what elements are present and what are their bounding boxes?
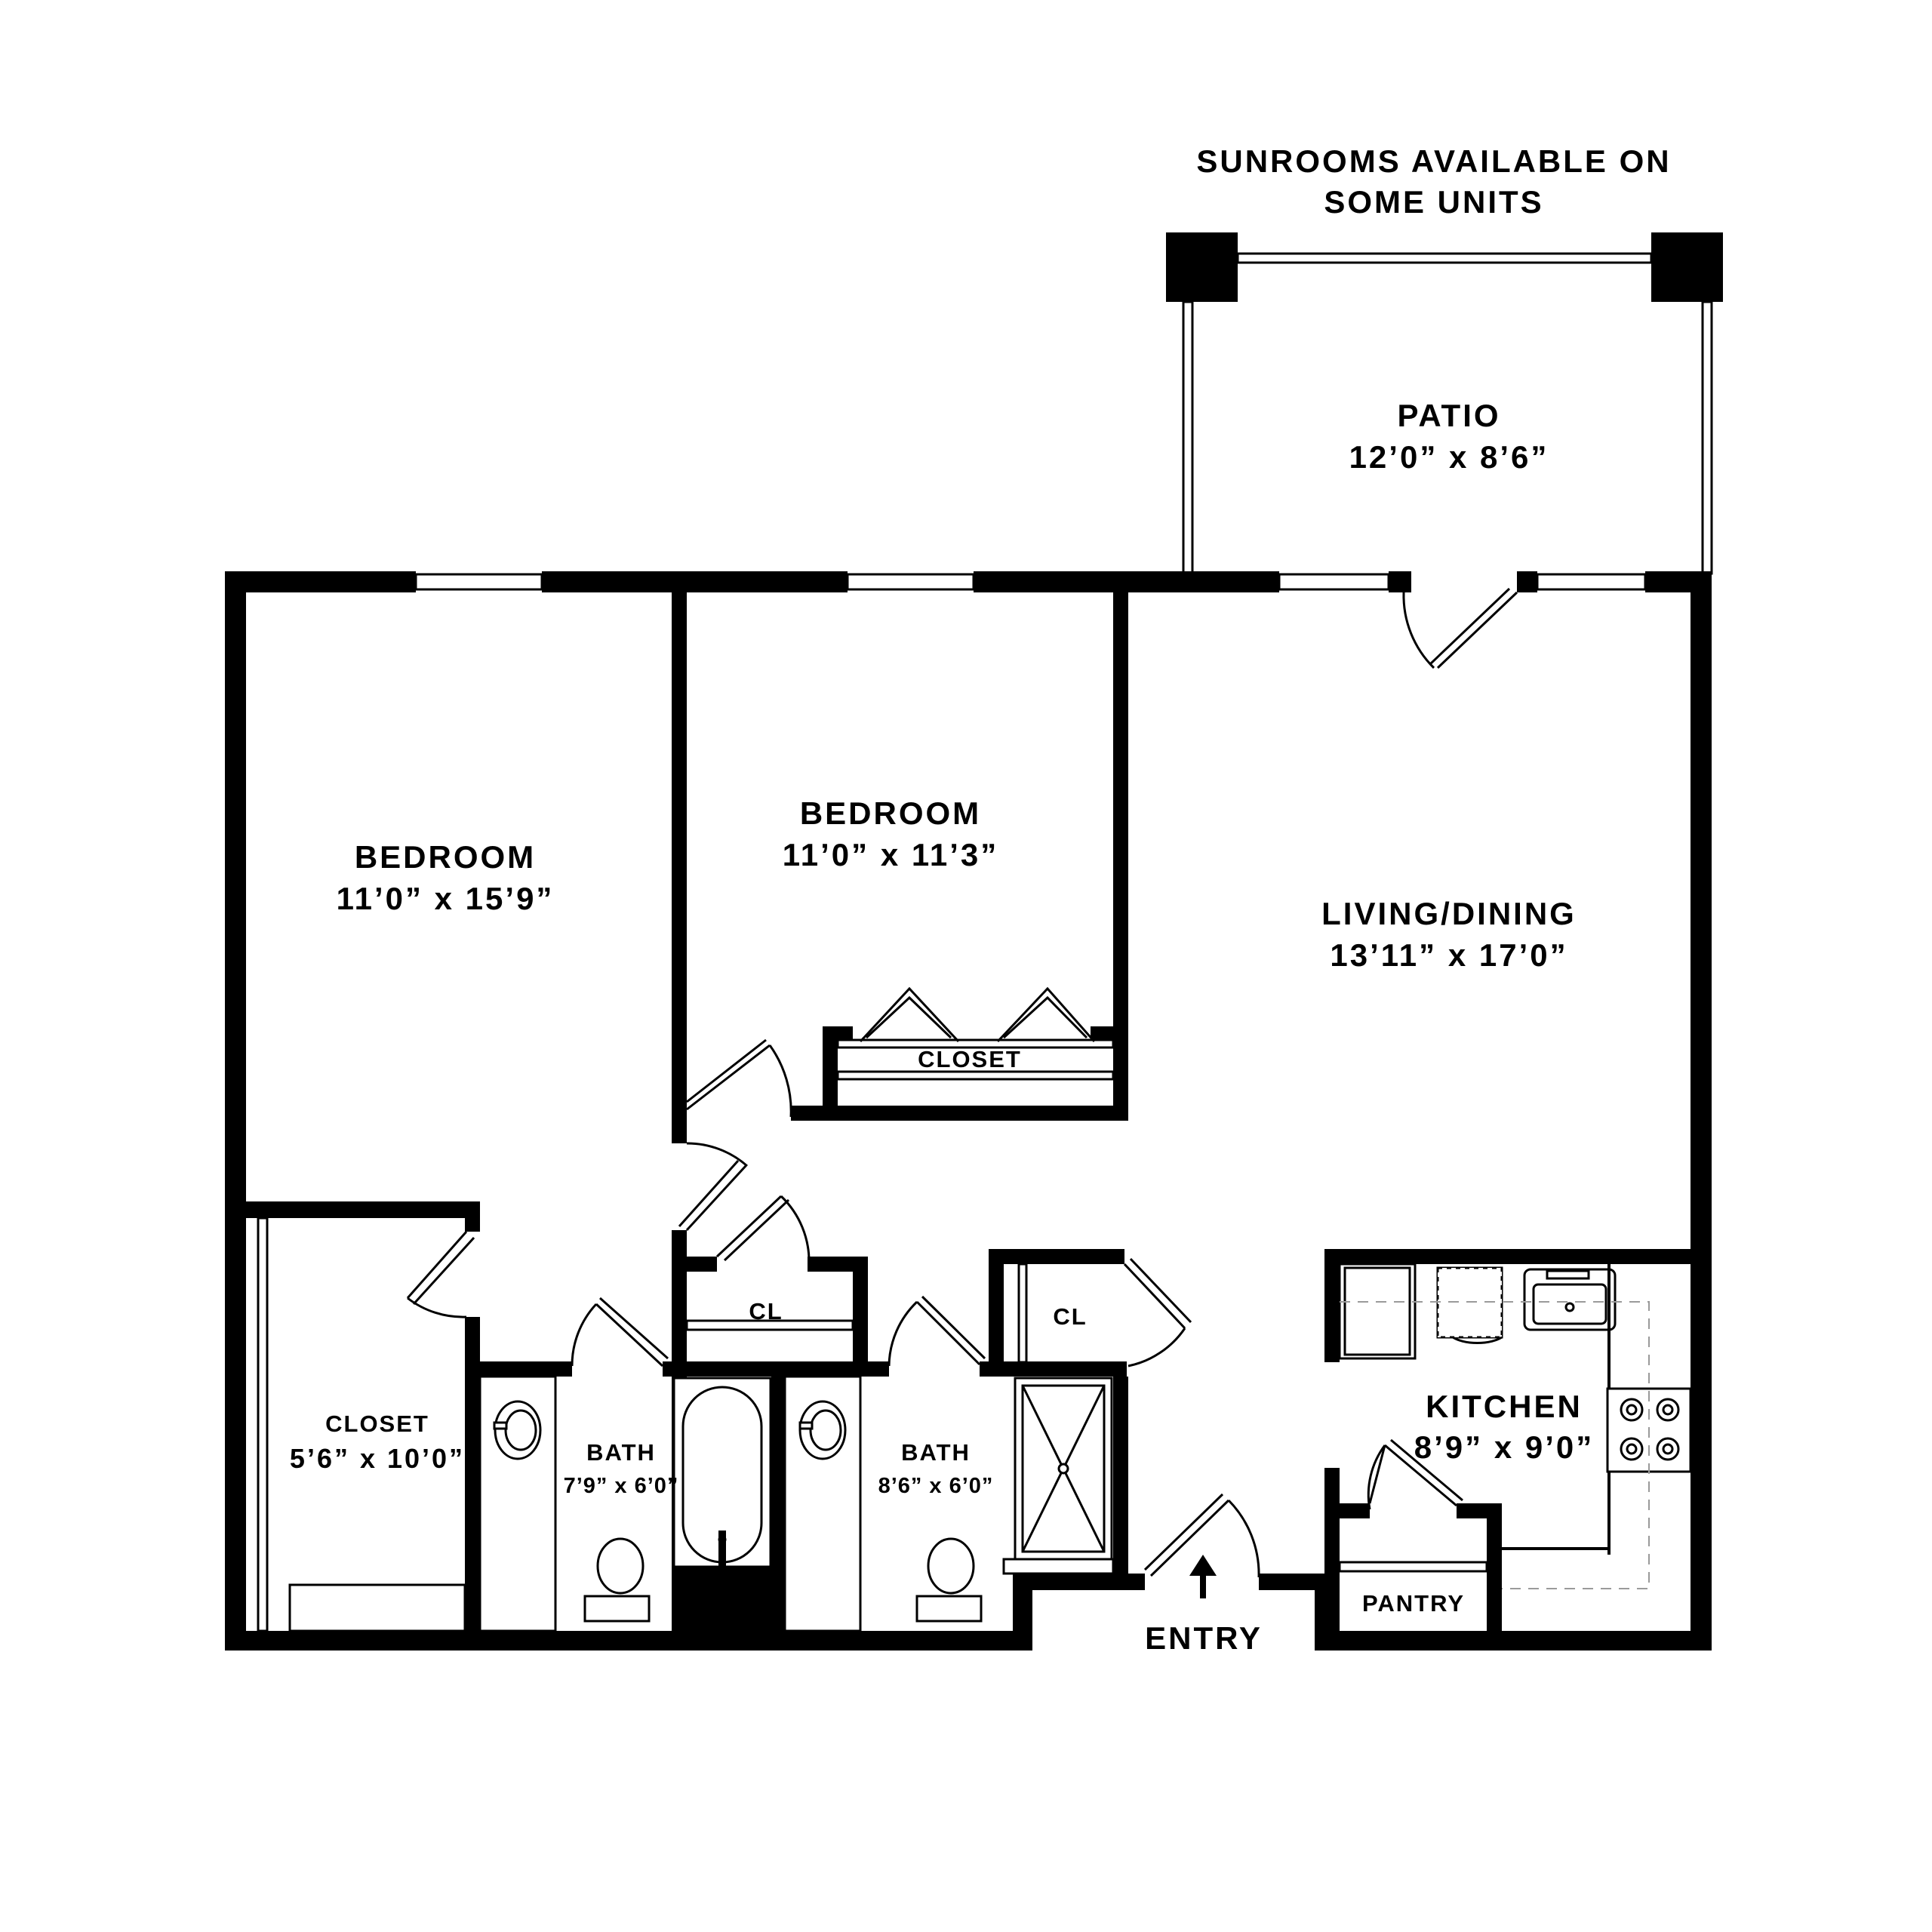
patio-structure — [1166, 232, 1723, 575]
bedroom1-label: BEDROOM — [355, 839, 536, 875]
entry-arrow-icon — [1189, 1555, 1217, 1598]
living-size: 13’11” x 17’0” — [1330, 937, 1567, 973]
bedroom2-label: BEDROOM — [800, 795, 981, 831]
bath2-label: BATH — [901, 1439, 971, 1466]
pantry-label: PANTRY — [1362, 1590, 1465, 1617]
toilet-icon — [596, 1537, 645, 1595]
living-label: LIVING/DINING — [1321, 896, 1577, 931]
bath1-label: BATH — [586, 1439, 656, 1466]
kitchen-fixtures — [1338, 1263, 1692, 1589]
shower-icon — [1014, 1377, 1113, 1561]
bedroom1-size: 11’0” x 15’9” — [337, 881, 555, 916]
bath2-size: 8’6” x 6’0” — [878, 1474, 994, 1498]
sunroom-note-line1: SUNROOMS AVAILABLE ON — [1196, 143, 1671, 179]
interior-walls — [246, 592, 1712, 1651]
bath2-fixtures — [798, 1377, 1115, 1623]
entry-cl-label: CL — [1053, 1303, 1087, 1330]
patio-size: 12’0” x 8’6” — [1349, 439, 1549, 475]
kitchen-label: KITCHEN — [1426, 1389, 1583, 1424]
exterior-walls — [225, 571, 1712, 1651]
toilet-icon — [927, 1537, 975, 1595]
sunroom-note-line2: SOME UNITS — [1324, 184, 1543, 220]
doors — [406, 587, 1518, 1578]
bedroom2-size: 11’0” x 11’3” — [783, 837, 999, 872]
fridge-icon — [1343, 1266, 1411, 1356]
entry-label: ENTRY — [1145, 1620, 1263, 1656]
big-closet-size: 5’6” x 10’0” — [290, 1443, 465, 1474]
patio-label: PATIO — [1397, 398, 1500, 433]
kitchen-size: 8’9” x 9’0” — [1414, 1429, 1594, 1465]
big-closet-label: CLOSET — [325, 1411, 429, 1437]
bedroom2-closet-label: CLOSET — [918, 1046, 1022, 1072]
bath1-size: 7’9” x 6’0” — [564, 1474, 679, 1498]
hall-cl-label: CL — [749, 1298, 783, 1324]
bath1-fixtures — [493, 1377, 772, 1623]
